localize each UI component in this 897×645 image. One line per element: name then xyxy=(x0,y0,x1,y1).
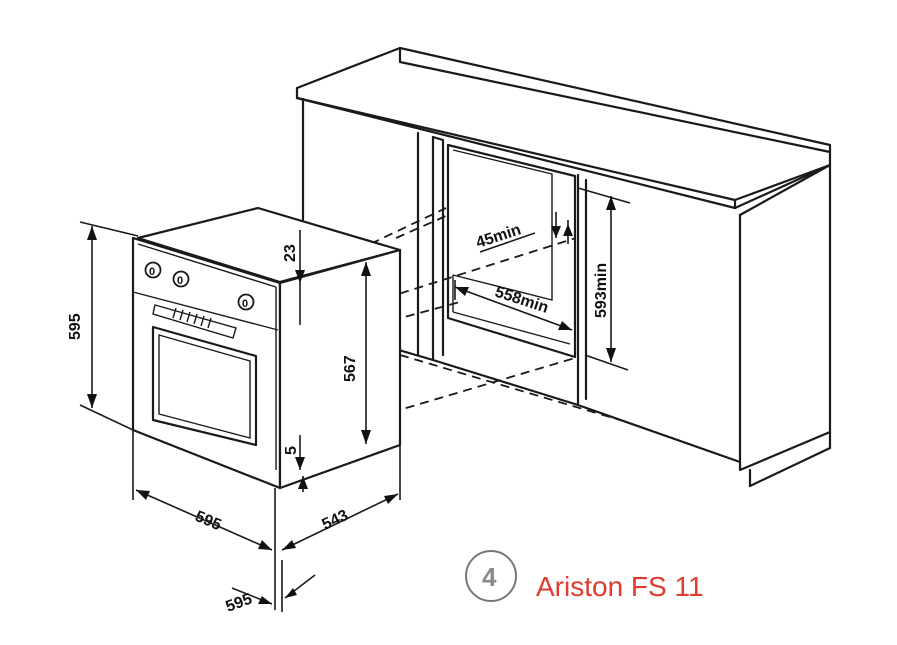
dimension-lines xyxy=(79,187,631,612)
dim-bottom-gap: 5 xyxy=(283,446,300,455)
svg-text:0: 0 xyxy=(177,275,183,287)
figure-number: 4 xyxy=(482,562,497,592)
figure-number-circle xyxy=(465,550,517,602)
oven: 0 0 0 xyxy=(131,206,402,490)
dim-oven-depth: 543 xyxy=(320,507,351,534)
svg-text:0: 0 xyxy=(149,266,155,278)
dim-oven-height: 595 xyxy=(67,313,84,340)
dim-inner-height: 567 xyxy=(342,355,359,382)
dim-niche-back-gap: 45min xyxy=(474,221,523,251)
dim-oven-width: 595 xyxy=(192,508,223,534)
oven-knob-right xyxy=(237,293,255,311)
dim-top-gap: 23 xyxy=(282,244,299,262)
dim-niche-height: 593min xyxy=(593,263,610,318)
kitchen-cabinet xyxy=(295,46,832,488)
model-label: Ariston FS 11 xyxy=(536,571,704,602)
svg-text:0: 0 xyxy=(242,298,248,310)
dim-bottom-width: 595 xyxy=(224,591,255,616)
oven-knob-left xyxy=(144,261,162,279)
oven-knob-middle xyxy=(172,270,190,288)
